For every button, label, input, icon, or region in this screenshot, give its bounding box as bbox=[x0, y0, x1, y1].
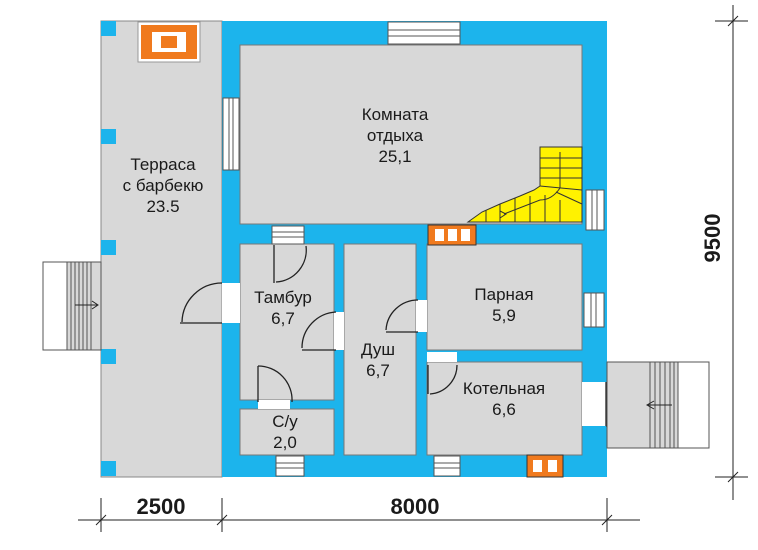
left-porch-steps bbox=[42, 261, 102, 351]
window-vestibule bbox=[271, 225, 305, 245]
door-wc bbox=[257, 365, 293, 409]
window-lounge-top bbox=[387, 21, 461, 45]
terrace-post bbox=[101, 349, 116, 364]
doors bbox=[180, 245, 651, 427]
steam-area: 5,9 bbox=[492, 306, 516, 325]
window-wc bbox=[275, 455, 305, 477]
vestibule-floor bbox=[239, 243, 335, 401]
window-steam bbox=[583, 292, 605, 328]
steam-floor bbox=[426, 243, 583, 351]
terrace-post bbox=[101, 240, 116, 255]
terrace-name-line2: с барбекю bbox=[123, 176, 204, 195]
shower-name: Душ bbox=[361, 340, 395, 359]
right-porch-steps bbox=[606, 361, 710, 449]
terrace-post bbox=[101, 21, 116, 36]
window-boiler-bottom bbox=[433, 455, 461, 477]
shower-floor bbox=[343, 243, 417, 456]
boiler-name: Котельная bbox=[463, 379, 545, 398]
lounge-area: 25,1 bbox=[378, 147, 411, 166]
boiler-floor bbox=[426, 361, 583, 456]
window-lounge-left bbox=[222, 97, 240, 171]
dimension-lines bbox=[78, 5, 748, 532]
shower-area: 6,7 bbox=[366, 361, 390, 380]
lounge-name-line1: Комната bbox=[362, 105, 429, 124]
wc-floor bbox=[239, 408, 335, 456]
door-vestibule-lounge bbox=[273, 245, 307, 283]
lounge-name-line2: отдыха bbox=[367, 126, 424, 145]
dimension-depth: 9500 bbox=[700, 214, 725, 263]
terrace-floor bbox=[100, 20, 223, 478]
barbecue-icon bbox=[137, 21, 201, 63]
vestibule-name: Тамбур bbox=[254, 288, 312, 307]
door-steam bbox=[385, 299, 427, 333]
steam-name: Парная bbox=[474, 285, 533, 304]
sauna-stove-icon bbox=[427, 224, 477, 246]
terrace-name-line1: Терраса bbox=[130, 155, 196, 174]
terrace-post bbox=[101, 461, 116, 476]
wc-area: 2,0 bbox=[273, 433, 297, 452]
window-lounge-right bbox=[585, 189, 605, 231]
terrace-area: 23.5 bbox=[146, 197, 179, 216]
dimension-terrace-width: 2500 bbox=[137, 494, 186, 519]
vestibule-area: 6,7 bbox=[271, 309, 295, 328]
terrace: Терраса с барбекю 23.5 bbox=[42, 20, 223, 478]
stairs bbox=[466, 146, 583, 223]
door-vestibule-shower bbox=[301, 311, 344, 351]
windows bbox=[222, 21, 605, 477]
door-terrace bbox=[180, 282, 240, 324]
dimension-house-width: 8000 bbox=[391, 494, 440, 519]
terrace-post bbox=[101, 129, 116, 144]
boiler-area: 6,6 bbox=[492, 400, 516, 419]
boiler-stove-icon bbox=[526, 454, 564, 478]
door-boiler bbox=[427, 352, 458, 395]
wc-name: С/у bbox=[272, 412, 298, 431]
